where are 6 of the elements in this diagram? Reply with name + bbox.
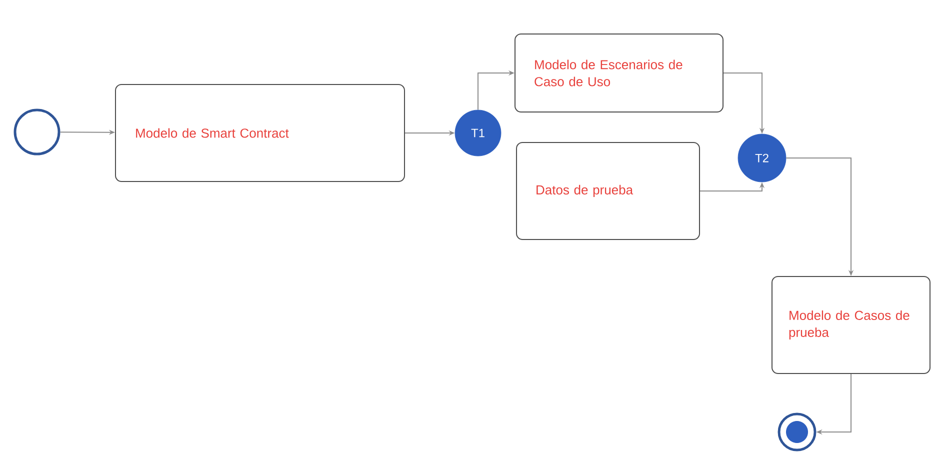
end-event-circle [778,412,816,452]
start-event-circle [14,108,60,156]
process-box: Modelo de Smart Contract [115,84,405,182]
process-box: Modelo de Escenarios de Caso de Uso [514,34,724,112]
process-box: Datos de prueba [516,142,700,240]
process-box: Modelo de Casos de prueba [772,276,931,374]
